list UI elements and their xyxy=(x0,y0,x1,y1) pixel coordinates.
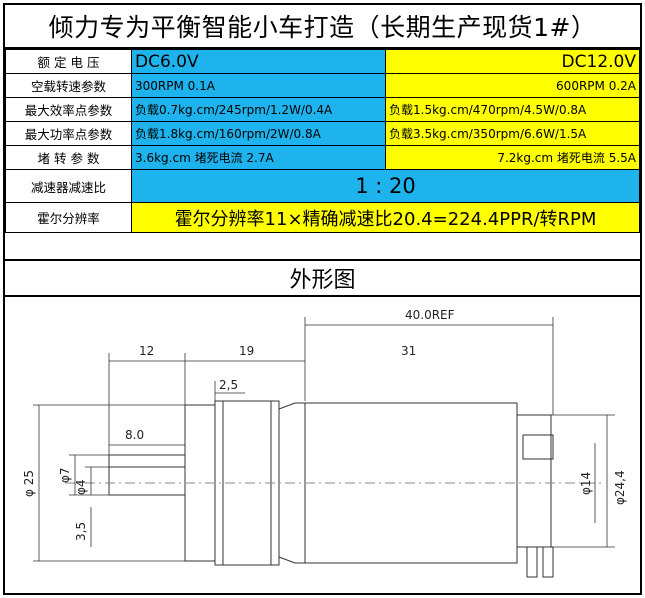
row-label: 额 定 电 压 xyxy=(5,49,132,74)
max-power-12v: 负载3.5kg.cm/350rpm/6.6W/1.5A xyxy=(385,121,640,146)
dim-12: 12 xyxy=(139,344,154,358)
noload-12v: 600RPM 0.2A xyxy=(385,73,640,98)
dim-dia-7: φ7 xyxy=(58,467,72,483)
table-row: 最大效率点参数 负载0.7kg.cm/245rpm/1.2W/0.4A 负载1.… xyxy=(5,97,640,122)
dim-dia-4: φ4 xyxy=(74,479,88,495)
table-row: 空载转速参数 300RPM 0.1A 600RPM 0.2A xyxy=(5,73,640,98)
table-row: 堵 转 参 数 3.6kg.cm 堵死电流 2.7A 7.2kg.cm 堵死电流… xyxy=(5,145,640,170)
dim-dia-14: φ14 xyxy=(579,472,593,495)
row-label: 堵 转 参 数 xyxy=(5,145,132,170)
max-power-6v: 负载1.8kg.cm/160rpm/2W/0.8A xyxy=(131,121,386,146)
table-row: 霍尔分辨率 霍尔分辨率11×精确减速比20.4=224.4PPR/转RPM xyxy=(5,202,640,233)
spec-table: 额 定 电 压 DC6.0V DC12.0V 空载转速参数 300RPM 0.1… xyxy=(5,49,640,233)
dim-40-ref: 40.0REF xyxy=(405,308,455,322)
dim-dia-25: φ 25 xyxy=(22,470,36,497)
output-shaft xyxy=(108,454,186,496)
table-row: 最大功率点参数 负载1.8kg.cm/160rpm/2W/0.8A 负载3.5k… xyxy=(5,121,640,146)
stall-12v: 7.2kg.cm 堵死电流 5.5A xyxy=(385,145,640,170)
voltage-12v: DC12.0V xyxy=(385,49,640,74)
max-eff-6v: 负载0.7kg.cm/245rpm/1.2W/0.4A xyxy=(131,97,386,122)
row-label: 空载转速参数 xyxy=(5,73,132,98)
dim-8: 8.0 xyxy=(125,428,144,442)
dim-31: 31 xyxy=(401,344,416,358)
voltage-6v: DC6.0V xyxy=(131,49,386,74)
reduction-ratio: 1 : 20 xyxy=(131,169,640,203)
dim-2-5: 2,5 xyxy=(219,378,238,392)
spec-sheet: 倾力专为平衡智能小车打造（长期生产现货1#） 额 定 电 压 DC6.0V DC… xyxy=(3,3,642,595)
row-label: 最大功率点参数 xyxy=(5,121,132,146)
dim-19: 19 xyxy=(239,344,254,358)
page-title: 倾力专为平衡智能小车打造（长期生产现货1#） xyxy=(5,5,640,49)
dim-dia-24-4: φ24,4 xyxy=(613,470,627,505)
motor-outline-drawing: 40.0REF 12 19 31 2,5 8.0 φ 25 φ7 φ4 3,5 … xyxy=(22,308,627,578)
drawing-title: 外形图 xyxy=(5,259,640,297)
noload-6v: 300RPM 0.1A xyxy=(131,73,386,98)
row-label: 最大效率点参数 xyxy=(5,97,132,122)
row-label: 霍尔分辨率 xyxy=(5,202,132,233)
table-row: 减速器减速比 1 : 20 xyxy=(5,169,640,203)
dim-3-5: 3,5 xyxy=(74,522,88,541)
row-label: 减速器减速比 xyxy=(5,169,132,203)
hall-resolution: 霍尔分辨率11×精确减速比20.4=224.4PPR/转RPM xyxy=(131,202,640,233)
max-eff-12v: 负载1.5kg.cm/470rpm/4.5W/0.8A xyxy=(385,97,640,122)
stall-6v: 3.6kg.cm 堵死电流 2.7A xyxy=(131,145,386,170)
table-row: 额 定 电 压 DC6.0V DC12.0V xyxy=(5,49,640,74)
